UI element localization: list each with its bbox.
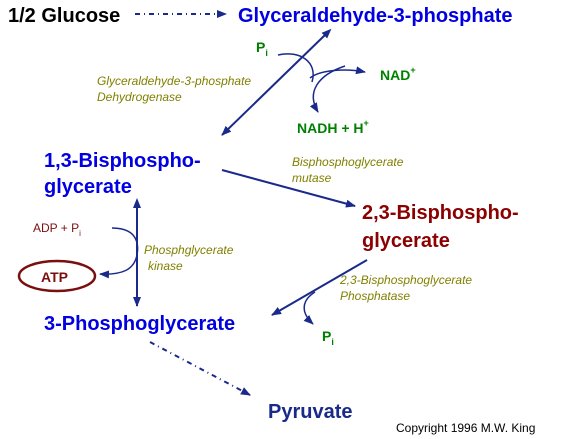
pgk-label-line2: kinase <box>148 259 183 273</box>
adp-label: ADP + Pi <box>33 221 81 238</box>
pi-in-label: Pi <box>256 39 268 58</box>
bpg-mutase-label-line2: mutase <box>292 171 332 185</box>
bpg13-to-bpg23-arrow <box>221 169 356 208</box>
bpg-phosphatase-label-line2: Phosphatase <box>340 289 410 303</box>
g3p-bpg13-reversible-arrow <box>221 28 332 136</box>
pyruvate-label: Pyruvate <box>268 401 353 423</box>
pgk-label-line1: Phosphglycerate <box>144 243 234 257</box>
bpg13-label-line2: glycerate <box>44 176 132 198</box>
bpg23-label-line2: glycerate <box>362 230 450 252</box>
g3p-label: Glyceraldehyde-3-phosphate <box>238 5 513 27</box>
nadh-label: NADH + H+ <box>297 118 369 136</box>
copyright-text: Copyright 1996 M.W. King <box>396 421 535 435</box>
gapdh-label-line1: Glyceraldehyde-3-phosphate <box>97 74 251 88</box>
pg3-label: 3-Phosphoglycerate <box>44 313 235 335</box>
bpg23-to-pg3-arrow <box>271 259 368 316</box>
bpg-phosphatase-label-line1: 2,3-Bisphosphoglycerate <box>339 273 472 287</box>
pg3-to-pyruvate-dashed-arrow <box>149 341 251 396</box>
pi-out-curve <box>303 291 316 325</box>
gapdh-label-line2: Dehydrogenase <box>97 90 182 104</box>
nad-label: NAD+ <box>380 65 416 83</box>
pi-in-curve <box>277 53 314 83</box>
atp-ellipse <box>17 259 97 293</box>
nad-in-curve <box>309 66 366 79</box>
nadh-out-curve <box>309 65 346 113</box>
bpg-mutase-label-line1: Bisphosphoglycerate <box>292 155 404 169</box>
bpg23-label-line1: 2,3-Bisphospho- <box>362 202 519 224</box>
glucose-label: 1/2 Glucose <box>8 5 120 27</box>
adp-curve <box>99 227 139 279</box>
pi-out-label: Pi <box>322 328 334 347</box>
bpg13-label-line1: 1,3-Bisphospho- <box>44 150 201 172</box>
atp-label: ATP <box>41 269 68 285</box>
